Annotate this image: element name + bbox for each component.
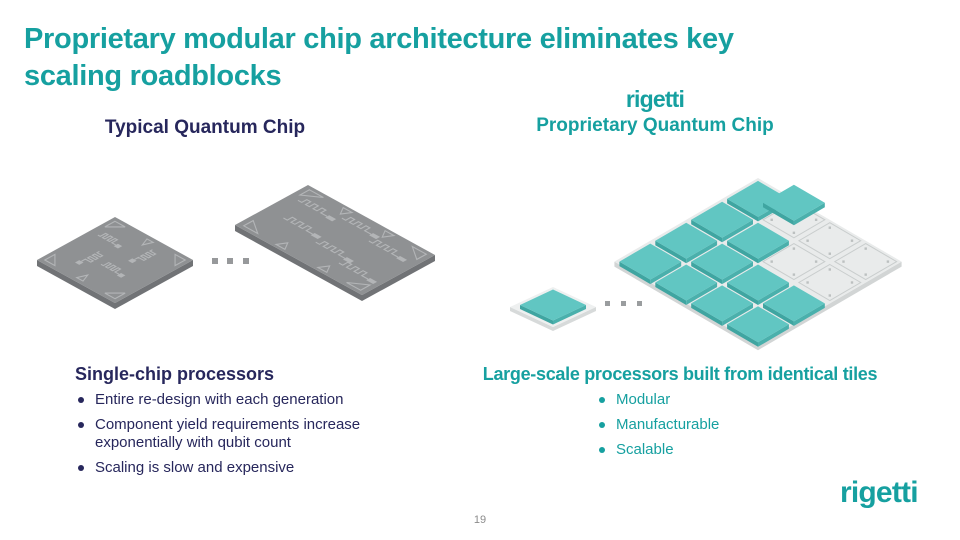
socket-dot bbox=[814, 260, 818, 263]
typical-chip-illustration bbox=[30, 175, 450, 315]
gray-chip-small bbox=[30, 175, 193, 315]
socket-dot bbox=[886, 260, 890, 263]
board-tile bbox=[763, 285, 825, 322]
socket-dot bbox=[806, 239, 809, 242]
socket-dot bbox=[814, 218, 818, 221]
empty-socket bbox=[797, 263, 862, 302]
socket-dot bbox=[842, 260, 845, 263]
left-subheading: Single-chip processors bbox=[75, 364, 275, 384]
board-tile bbox=[619, 261, 651, 285]
board-tile bbox=[691, 285, 753, 322]
tile-board bbox=[614, 178, 902, 351]
board-tile bbox=[758, 282, 789, 305]
board-tile bbox=[619, 243, 682, 280]
gray-chip-large bbox=[235, 175, 450, 315]
socket-dot bbox=[828, 294, 831, 297]
board-tile bbox=[691, 219, 723, 243]
board-tile bbox=[655, 264, 718, 301]
board-tile bbox=[655, 240, 687, 264]
left-bullet-item: Component yield requirements increase ex… bbox=[75, 416, 375, 452]
socket-dot bbox=[850, 239, 854, 242]
socket-dot bbox=[792, 247, 796, 250]
board-tile bbox=[727, 282, 758, 305]
board-tile bbox=[727, 180, 789, 217]
board-tile bbox=[686, 282, 718, 305]
ellipsis-dots-left bbox=[212, 258, 249, 264]
board-tile bbox=[758, 324, 789, 347]
board-tile bbox=[722, 219, 753, 243]
board-tile bbox=[793, 303, 825, 326]
single-tile-chip bbox=[510, 287, 596, 331]
socket-dot bbox=[864, 273, 867, 276]
socket-dot bbox=[828, 268, 831, 271]
board-tile bbox=[727, 198, 758, 222]
socket-dot bbox=[792, 273, 796, 276]
board-tile bbox=[655, 222, 718, 259]
empty-socket bbox=[762, 201, 826, 239]
empty-socket bbox=[797, 222, 862, 260]
rigetti-logo-bottom: rigetti bbox=[840, 476, 919, 509]
socket-dot bbox=[828, 226, 831, 229]
slide-title: Proprietary modular chip architecture el… bbox=[24, 21, 932, 95]
board-tile bbox=[722, 261, 753, 285]
socket-dot bbox=[770, 218, 773, 221]
chip-circuit-pattern bbox=[243, 175, 450, 315]
right-column-heading: Proprietary Quantum Chip bbox=[536, 115, 774, 136]
rigetti-logo-top: rigetti bbox=[625, 86, 685, 112]
right-bullet-item: Manufacturable bbox=[596, 416, 816, 434]
right-bullet-item: Scalable bbox=[596, 441, 816, 459]
slide-title-line2: scaling roadblocks bbox=[24, 60, 282, 92]
left-bullet-item: Scaling is slow and expensive bbox=[75, 459, 375, 477]
board-tile bbox=[727, 324, 758, 347]
empty-socket bbox=[833, 243, 898, 281]
chip-circuit-pattern bbox=[30, 175, 185, 315]
board-tile bbox=[758, 240, 789, 264]
socket-dot bbox=[770, 260, 773, 263]
board-tile bbox=[655, 282, 687, 305]
board-tile bbox=[691, 243, 753, 280]
page-number: 19 bbox=[473, 514, 487, 526]
socket-dot bbox=[828, 252, 831, 255]
board-tile bbox=[686, 240, 718, 264]
board-tile bbox=[727, 222, 789, 259]
board-tile bbox=[763, 303, 794, 326]
ellipsis-dots-right bbox=[605, 301, 642, 306]
board-tile bbox=[691, 303, 723, 326]
board-side bbox=[758, 261, 902, 351]
left-column-heading: Typical Quantum Chip bbox=[104, 117, 306, 138]
socket-dot bbox=[806, 281, 809, 284]
board-tile bbox=[727, 240, 758, 264]
socket-dot bbox=[864, 247, 867, 250]
right-subheading: Large-scale processors built from identi… bbox=[482, 364, 878, 384]
board-tile bbox=[650, 261, 682, 285]
board-tile bbox=[727, 306, 789, 343]
board-tile bbox=[691, 261, 723, 285]
board-tile bbox=[691, 201, 753, 238]
right-bullet-item: Modular bbox=[596, 391, 816, 409]
floating-tile bbox=[763, 184, 825, 221]
socket-dot bbox=[850, 281, 854, 284]
floating-tile bbox=[793, 202, 825, 226]
slide-title-line1: Proprietary modular chip architecture el… bbox=[24, 23, 734, 55]
board-tile bbox=[727, 264, 789, 301]
board-tile bbox=[722, 303, 753, 326]
floating-tile bbox=[763, 202, 794, 226]
modular-chip-illustration bbox=[510, 178, 902, 351]
left-bullet-item: Entire re-design with each generation bbox=[75, 391, 375, 409]
empty-socket bbox=[762, 243, 826, 281]
socket-dot bbox=[792, 231, 796, 234]
